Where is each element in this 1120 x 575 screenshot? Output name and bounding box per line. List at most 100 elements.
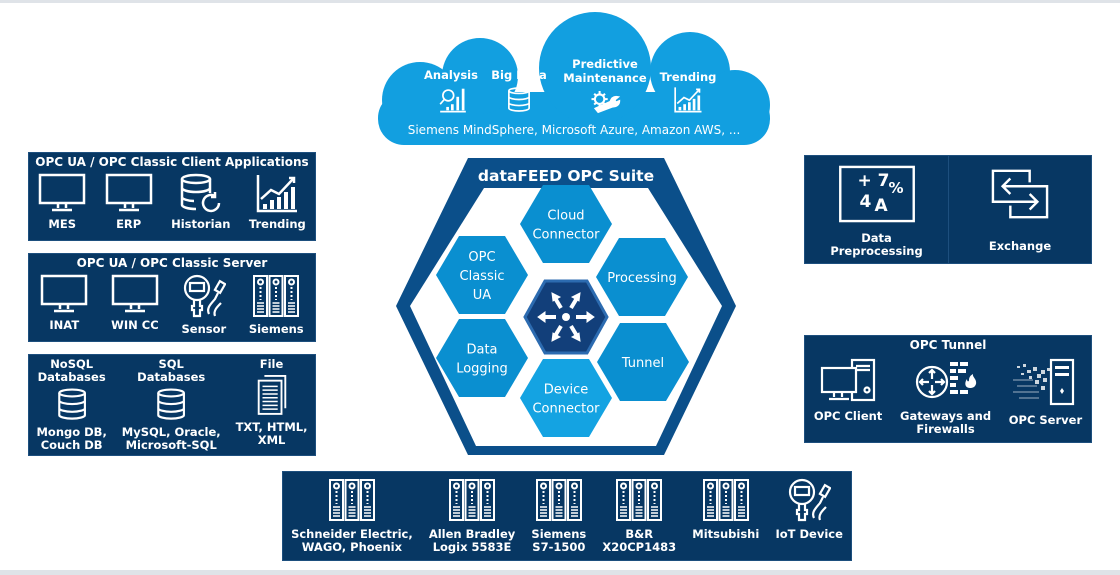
item-label: ERP	[116, 217, 142, 231]
item-label: B&R X20CP1483	[602, 527, 677, 554]
database-icon	[157, 388, 186, 420]
module-label: Classic	[460, 269, 505, 284]
item-heading: File	[259, 357, 284, 371]
module-label: Tunnel	[621, 356, 664, 371]
item-label: WIN CC	[111, 318, 159, 332]
file-icon	[257, 374, 286, 415]
cloud-shape	[378, 12, 770, 145]
item-erp: ERP	[105, 173, 153, 231]
module-label: Logging	[456, 362, 508, 377]
monitor-icon	[41, 274, 88, 313]
module-processing[interactable]: Processing	[596, 238, 688, 316]
module-hexagon	[597, 323, 689, 401]
suite-title: dataFEED OPC Suite	[478, 167, 654, 185]
item-label: Trending	[248, 217, 306, 231]
item-label: Siemens	[248, 322, 304, 336]
icon-text: %	[888, 179, 904, 197]
panel-title: OPC UA / OPC Classic Server	[76, 256, 268, 270]
item-label: Exchange	[988, 239, 1052, 253]
icon-text: + 7	[857, 171, 890, 191]
item-label: IoT Device	[775, 527, 843, 541]
module-hexagon	[436, 236, 528, 314]
item-iot-device: IoT Device	[775, 478, 843, 541]
module-label: Data	[466, 343, 497, 358]
plc-rack-icon	[616, 479, 663, 521]
panel-title: OPC Tunnel	[909, 338, 987, 352]
server-icon	[1013, 358, 1075, 406]
item-heading: SQL Databases	[137, 357, 206, 384]
item-label: OPC Client	[813, 409, 883, 423]
plc-rack-icon	[328, 479, 375, 521]
item-label: Gateways and Firewalls	[900, 409, 992, 436]
module-hexagon	[520, 185, 612, 263]
monitor-icon	[111, 274, 159, 313]
item-label: MES	[48, 217, 77, 231]
cloud-item-label-line2: Maintenance	[563, 71, 647, 85]
cloud-item-label: Analysis	[424, 68, 478, 82]
item-label: Historian	[171, 217, 231, 231]
module-hexagon	[436, 319, 528, 397]
item-gateways-and-firewalls: Gateways and Firewalls	[900, 358, 991, 436]
bottom-divider	[0, 570, 1120, 575]
item-label: TXT, HTML, XML	[235, 419, 308, 447]
item-label: Sensor	[181, 322, 227, 336]
item-schneider-electric-wago-phoenix: Schneider Electric, WAGO, Phoenix	[291, 478, 413, 554]
item-win-cc: WIN CC	[111, 274, 159, 332]
cloud-item-big-data: Big Data	[491, 68, 547, 112]
trending-chart-icon	[257, 173, 299, 213]
monitor-icon	[38, 173, 86, 212]
item-heading: NoSQL Databases	[37, 357, 106, 384]
panel-title: OPC UA / OPC Classic Client Applications	[35, 155, 309, 169]
item-sensor: Sensor	[181, 274, 227, 336]
cloud-item-trending: Trending	[660, 70, 716, 113]
cloud-item-analysis: Analysis	[424, 68, 478, 113]
icon-text: A	[874, 196, 888, 216]
module-hexagon	[596, 238, 688, 316]
item-siemens-s7-1500: Siemens S7-1500	[531, 478, 586, 554]
item-label: Data Preprocessing	[830, 231, 923, 258]
item-label: OPC Server	[1008, 413, 1083, 427]
cloud-providers: Siemens MindSphere, Microsoft Azure, Ama…	[408, 123, 741, 137]
item-label: Mongo DB, Couch DB	[36, 425, 107, 453]
opc-server-panel: OPC UA / OPC Classic Server INAT WIN CC Se…	[28, 253, 316, 342]
item-label: Schneider Electric, WAGO, Phoenix	[291, 527, 413, 554]
item-siemens: Siemens	[249, 274, 304, 336]
item-opc-client: OPC Client	[814, 358, 882, 423]
plc-rack-icon	[702, 479, 749, 521]
plc-rack-icon	[253, 275, 300, 317]
item-label: Mitsubishi	[692, 527, 760, 541]
database-icon	[57, 388, 86, 420]
cloud-item-predictive-maintenance: Predictive Maintenance	[563, 57, 647, 114]
cloud-item-label-line1: Predictive	[572, 57, 638, 71]
module-label: OPC	[468, 250, 495, 265]
opc-tunnel-panel: OPC Tunnel OPC Client Gateways and Firewa…	[804, 335, 1092, 443]
item-label: INAT	[49, 318, 80, 332]
item-allen-bradley-logix-5583e: Allen Bradley Logix 5583E	[429, 478, 515, 554]
arrows-distribute-icon	[537, 292, 595, 342]
exchange-icon	[991, 169, 1049, 219]
plc-rack-icon	[535, 479, 582, 521]
item-label: MySQL, Oracle, Microsoft-SQL	[121, 425, 221, 453]
module-label: Processing	[607, 271, 676, 286]
item-inat: INAT	[40, 274, 88, 332]
top-divider	[0, 0, 1120, 3]
cloud-item-label: Big Data	[491, 68, 547, 82]
devices-panel: Schneider Electric, WAGO, Phoenix Allen B…	[282, 471, 852, 561]
module-label: Connector	[532, 228, 600, 243]
module-hexagon	[520, 359, 612, 437]
pc-icon	[820, 358, 876, 402]
module-tunnel[interactable]: Tunnel	[597, 323, 689, 401]
sensor-icon	[183, 274, 226, 318]
module-label: Device	[544, 383, 588, 398]
icon-text: 4	[859, 192, 872, 212]
module-label: Connector	[532, 402, 600, 417]
